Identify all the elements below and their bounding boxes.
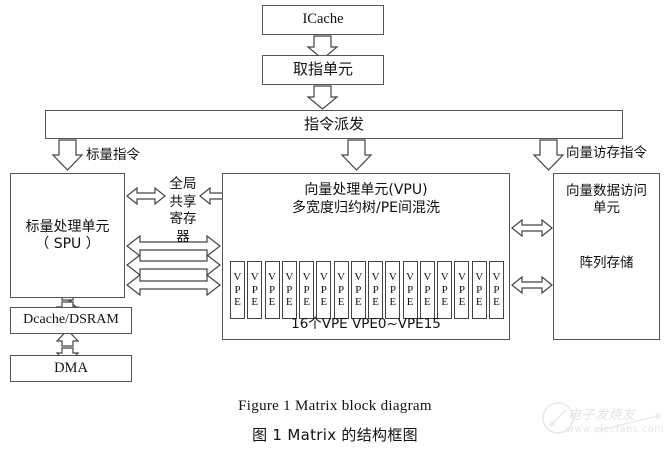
vector-data-access-unit-block: 向量数据访问 单元 阵列存储	[553, 173, 660, 340]
scalar-processing-unit-block: 标量处理单元 （ SPU ）	[10, 173, 125, 298]
vpe-glyph-v: V	[492, 271, 501, 284]
vpe-glyph-p: P	[251, 283, 258, 296]
vpe-glyph-v: V	[233, 271, 242, 284]
arrow-dispatch-to-vdau	[532, 139, 565, 171]
icache-block: ICache	[262, 5, 384, 35]
arrow-vpu-to-vdau-1	[511, 218, 553, 238]
vpe-glyph-p: P	[458, 283, 466, 296]
vpe-glyph-v: V	[475, 271, 484, 284]
spu-label-line2: （ SPU ）	[35, 235, 100, 252]
spu-label-line1: 标量处理单元	[25, 218, 110, 235]
vpe-glyph-e: E	[389, 296, 397, 309]
array-storage-label: 阵列存储	[579, 255, 634, 271]
vpu-header: 向量处理单元(VPU) 多宽度归约树/PE间混洗	[223, 182, 509, 217]
vpe-glyph-v: V	[371, 271, 380, 284]
vpe-glyph-p: P	[441, 283, 448, 296]
vpe-glyph-p: P	[476, 283, 483, 296]
vpu-title-line2: 多宽度归约树/PE间混洗	[291, 199, 440, 216]
vpe-glyph-p: P	[493, 283, 500, 296]
vpe-glyph-v: V	[423, 271, 432, 284]
vpe-glyph-e: E	[268, 296, 276, 309]
arrow-dispatch-to-spu	[51, 139, 84, 171]
vpe-glyph-e: E	[251, 296, 259, 309]
vpe-glyph-v: V	[285, 271, 294, 284]
vdau-title: 向量数据访问 单元	[554, 183, 659, 217]
vpe-glyph-p: P	[355, 283, 362, 296]
vpe-glyph-p: P	[407, 283, 414, 296]
arrow-fetch-to-dispatch	[306, 85, 339, 110]
vpe-glyph-v: V	[302, 271, 311, 284]
dma-block: DMA	[10, 355, 132, 382]
arrow-dispatch-to-vpu	[340, 139, 373, 171]
vpe-glyph-p: P	[320, 283, 327, 296]
vpe-glyph-p: P	[286, 283, 293, 296]
vpe-glyph-e: E	[337, 296, 345, 309]
figure-caption-english: Figure 1 Matrix block diagram	[238, 398, 432, 414]
vpe-glyph-v: V	[354, 271, 363, 284]
vpe-glyph-e: E	[285, 296, 293, 309]
vpe-glyph-e: E	[372, 296, 379, 309]
vpe-glyph-p: P	[372, 283, 379, 296]
vpe-glyph-e: E	[475, 296, 483, 309]
vpe-glyph-e: E	[406, 296, 414, 309]
vector-memory-instruction-label: 向量访存指令	[566, 145, 647, 161]
vpe-glyph-v: V	[319, 271, 328, 284]
vpe-glyph-e: E	[320, 296, 328, 309]
vpe-glyph-p: P	[424, 283, 431, 296]
vpe-glyph-v: V	[457, 271, 466, 284]
arrow-vpu-to-vdau-2	[511, 275, 553, 295]
instruction-dispatch-block: 指令派发	[45, 110, 623, 139]
global-shared-register-label: 全局共享寄存器	[169, 176, 197, 245]
vpe-array-caption: 16个VPE VPE0~VPE15	[291, 316, 441, 333]
vpe-glyph-v: V	[268, 271, 276, 284]
arrow-spu-vpu-bus-3	[126, 273, 221, 297]
vpe-glyph-v: V	[337, 271, 346, 284]
arrow-spu-to-gsr	[126, 186, 166, 206]
vpe-glyph-e: E	[424, 296, 431, 309]
instruction-fetch-block: 取指单元	[262, 55, 384, 85]
vpe-glyph-v: V	[440, 271, 449, 284]
vpe-glyph-e: E	[493, 296, 500, 309]
vpe-glyph-v: V	[250, 271, 259, 284]
figure-caption-chinese: 图 1 Matrix 的结构框图	[252, 426, 418, 444]
scalar-instruction-label: 标量指令	[86, 147, 140, 163]
vpe-glyph-p: P	[268, 283, 276, 296]
vpe-glyph-e: E	[303, 296, 310, 309]
dcache-dsram-block: Dcache/DSRAM	[10, 307, 132, 334]
vdau-title-line2: 单元	[593, 199, 620, 216]
vpe-glyph-v: V	[406, 271, 415, 284]
vpe-glyph-p: P	[234, 283, 241, 296]
vpe-glyph-e: E	[458, 296, 466, 309]
vpe-glyph-e: E	[234, 296, 241, 309]
arrow-spu-vpu-bus-2	[126, 253, 221, 277]
vpe-glyph-p: P	[389, 283, 396, 296]
vpe-glyph-e: E	[441, 296, 449, 309]
vpe-glyph-e: E	[354, 296, 362, 309]
vpe-glyph-v: V	[388, 271, 397, 284]
vpe-glyph-p: P	[338, 283, 345, 296]
vpe-glyph-p: P	[303, 283, 310, 296]
vpu-title-line1: 向量处理单元(VPU)	[304, 182, 428, 198]
vdau-title-line1: 向量数据访问	[566, 183, 647, 199]
